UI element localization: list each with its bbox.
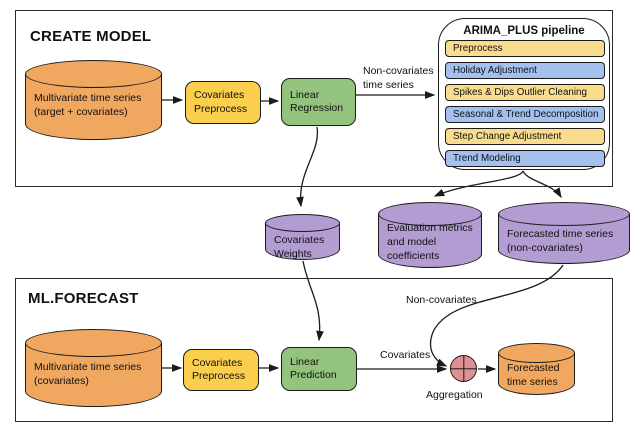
cylinder-label-line: coefficients (387, 249, 440, 262)
create-model-title: CREATE MODEL (30, 28, 152, 45)
cylinder-label-line: Evaluation metrics (387, 222, 473, 234)
covariates-preprocess-node-bottom: Covariates Preprocess (183, 349, 259, 391)
pipeline-title: ARIMA_PLUS pipeline (463, 25, 585, 37)
covariates-weights-cylinder: Covariates Weights (265, 214, 340, 260)
cylinder-label: Covariates Weights (274, 234, 338, 262)
forecasted-noncovariates-cylinder: Forecasted time series (non-covariates) (498, 202, 630, 264)
cylinder-label: Forecasted time series (non-covariates) (507, 228, 628, 256)
noncovariates-flow-label: Non-covariates (406, 294, 477, 306)
linear-prediction-node: Linear Prediction (281, 347, 357, 391)
aggregation-node (450, 355, 477, 382)
cylinder-label-line: time series (507, 375, 558, 388)
forecasted-time-series-cylinder: Forecasted time series (498, 343, 575, 395)
flow-label-line: Non-covariates (363, 65, 434, 77)
cylinder-label-line: Forecasted (507, 362, 560, 374)
pipeline-step-spikes-dips: Spikes & Dips Outlier Cleaning (445, 84, 605, 101)
cylinder-top (378, 202, 482, 226)
node-label: Covariates Preprocess (194, 89, 248, 115)
node-label: Linear Regression (290, 88, 344, 114)
cylinder-label-line: (target + covariates) (34, 105, 128, 118)
multivariate-covariates-cylinder: Multivariate time series (covariates) (25, 329, 162, 407)
cylinder-label-line: (non-covariates) (507, 241, 583, 254)
step-label: Step Change Adjustment (453, 131, 562, 142)
noncovariates-time-series-label: Non-covariates time series (363, 65, 434, 92)
pipeline-step-preprocess: Preprocess (445, 40, 605, 57)
pipeline-step-trend-modeling: Trend Modeling (445, 150, 605, 167)
node-label: Covariates Preprocess (192, 356, 246, 382)
step-label: Trend Modeling (453, 153, 521, 164)
cylinder-top (25, 329, 162, 357)
step-label: Preprocess (453, 43, 503, 54)
cylinder-label: Multivariate time series (covariates) (34, 361, 160, 389)
cylinder-top (498, 202, 630, 226)
cylinder-label: Forecasted time series (507, 362, 573, 390)
evaluation-metrics-cylinder: Evaluation metrics and model coefficient… (378, 202, 482, 268)
pipeline-step-holiday-adjustment: Holiday Adjustment (445, 62, 605, 79)
arima-plus-pipeline: ARIMA_PLUS pipeline Preprocess Holiday A… (438, 18, 610, 170)
cylinder-label-line: Covariates (274, 234, 325, 246)
cylinder-label-line: Weights (274, 247, 312, 260)
cylinder-label-line: Multivariate time series (34, 361, 142, 373)
step-label: Holiday Adjustment (453, 65, 537, 76)
aggregation-label: Aggregation (426, 389, 483, 401)
cylinder-top (25, 60, 162, 88)
cylinder-label: Evaluation metrics and model coefficient… (387, 222, 480, 264)
covariates-flow-label: Covariates (380, 349, 431, 361)
covariates-preprocess-node-top: Covariates Preprocess (185, 81, 261, 124)
cylinder-label: Multivariate time series (target + covar… (34, 92, 160, 120)
cylinder-label-line: Forecasted time series (507, 228, 614, 240)
node-label: Linear Prediction (290, 355, 337, 381)
pipeline-step-step-change: Step Change Adjustment (445, 128, 605, 145)
cylinder-top (498, 343, 575, 363)
flow-label-line: time series (363, 78, 414, 91)
linear-regression-node: Linear Regression (281, 78, 356, 126)
cylinder-label-line: Multivariate time series (34, 92, 142, 104)
step-label: Spikes & Dips Outlier Cleaning (453, 87, 587, 98)
cylinder-top (265, 214, 340, 232)
step-label: Seasonal & Trend Decomposition (453, 109, 599, 120)
ml-forecast-title: ML.FORECAST (28, 290, 139, 307)
cylinder-label-line: (covariates) (34, 374, 89, 387)
cylinder-label-line: and model (387, 235, 437, 248)
pipeline-step-seasonal-trend: Seasonal & Trend Decomposition (445, 106, 605, 123)
multivariate-target-covariates-cylinder: Multivariate time series (target + covar… (25, 60, 162, 140)
